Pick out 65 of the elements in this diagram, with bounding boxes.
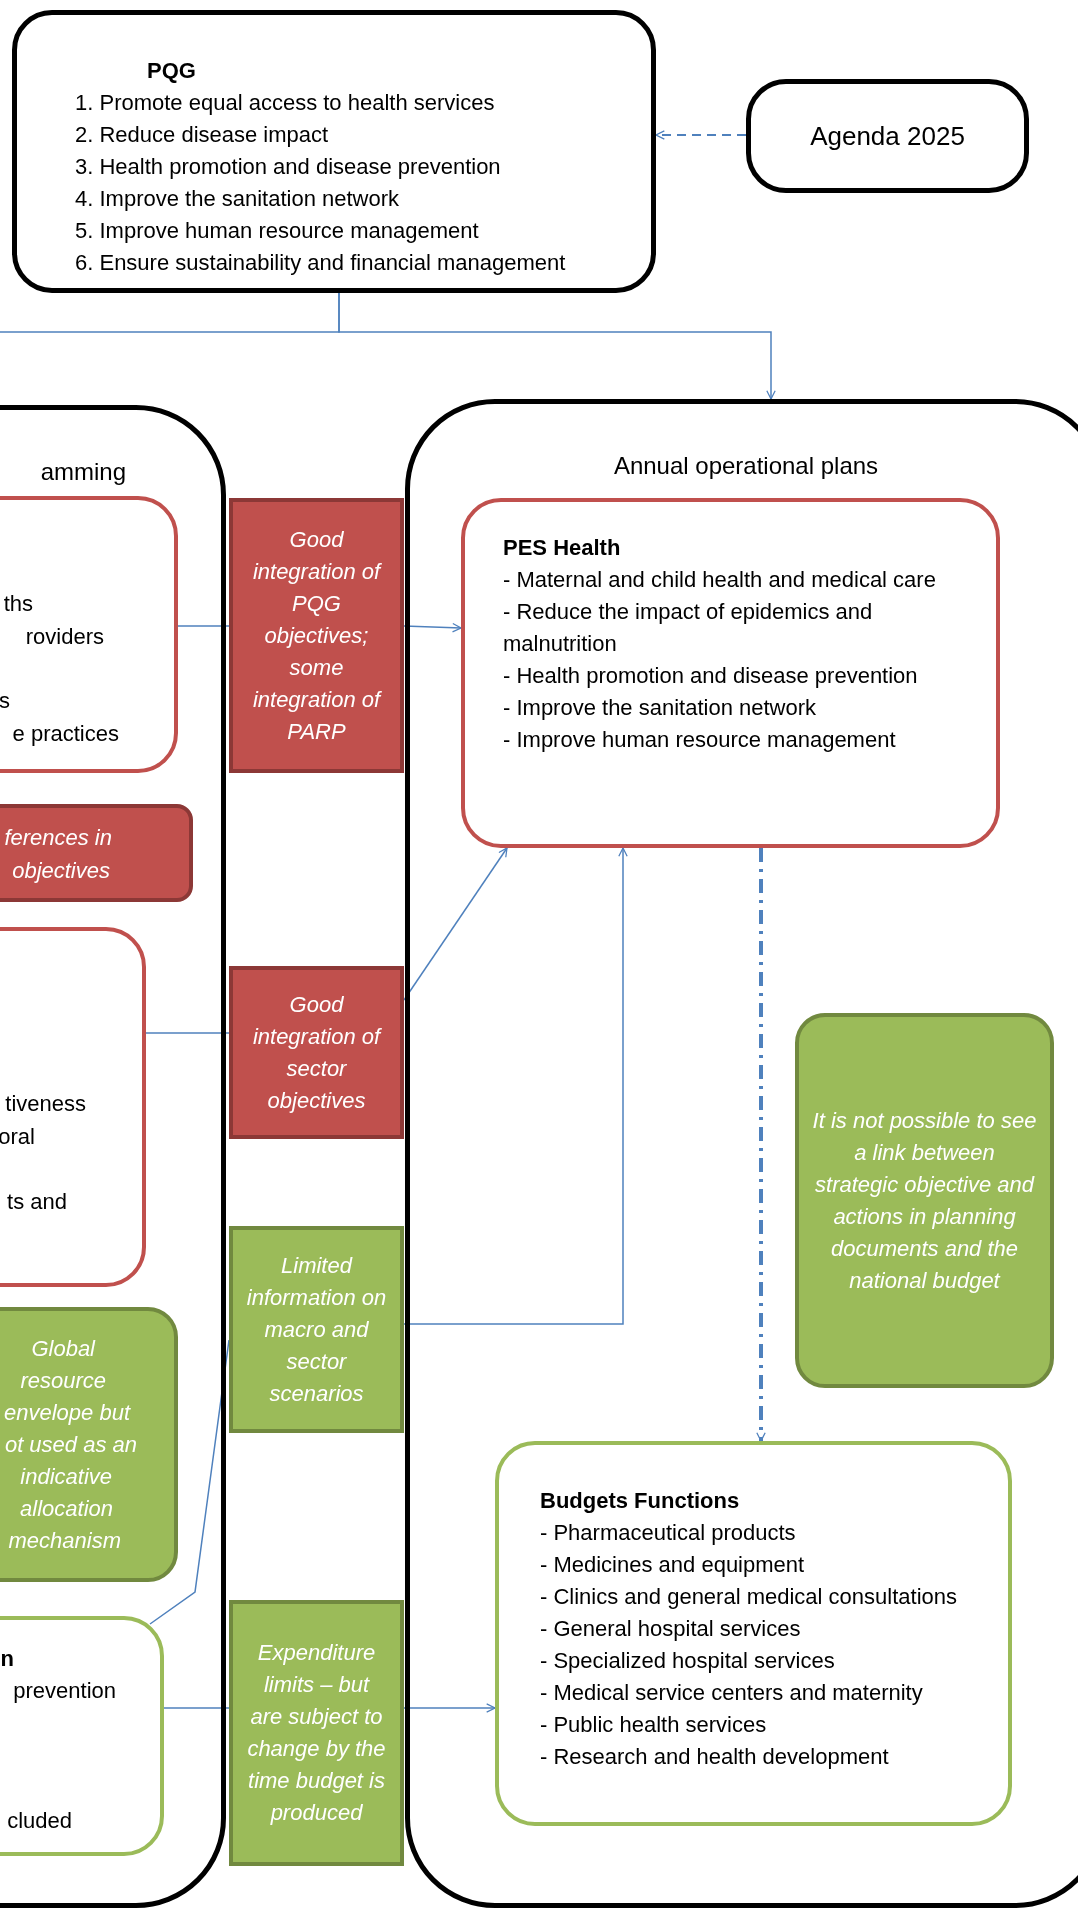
box-text: s <box>0 687 10 715</box>
box-text: ths <box>2 590 33 618</box>
note-text: resource <box>19 1367 106 1395</box>
list-item: - Maternal and child health and medical care <box>503 566 936 594</box>
box-heading: PQG <box>146 57 197 85</box>
box-text: e practices <box>11 720 119 748</box>
note-text: Good integration of PQG objectives; some integration of PARP <box>251 525 383 746</box>
list-item: 6. Ensure sustainability and financial management <box>75 249 567 277</box>
box-text: n <box>0 1645 14 1673</box>
process-box <box>495 1441 1012 1826</box>
note-text: objectives <box>11 857 110 885</box>
box-text: cluded <box>6 1807 72 1835</box>
note-box <box>229 966 404 1139</box>
panel-title: amming <box>40 457 126 487</box>
list-item: - Health promotion and disease prevention <box>503 662 919 690</box>
list-item: - Clinics and general medical consultations <box>540 1583 958 1611</box>
arrow <box>756 848 766 1442</box>
list-item: 1. Promote equal access to health services <box>75 89 496 117</box>
box-text: prevention <box>12 1677 116 1705</box>
arrow <box>655 130 747 140</box>
note-text: mechanism <box>7 1527 121 1555</box>
list-item: - Medicines and equipment <box>540 1551 806 1579</box>
list-item: - Specialized hospital services <box>540 1647 836 1675</box>
note-box <box>229 1226 404 1433</box>
note-text: Limited information on macro and sector scenarios <box>245 1251 388 1408</box>
list-item: - General hospital services <box>540 1615 802 1643</box>
connector-line <box>145 1032 230 1034</box>
list-item: 3. Health promotion and disease prevention <box>75 153 502 181</box>
note-text: Global <box>30 1335 95 1363</box>
list-item: - Public health services <box>540 1711 768 1739</box>
note-box <box>229 1600 404 1866</box>
list-item: 4. Improve the sanitation network <box>75 185 401 213</box>
note-text: indicative <box>19 1463 112 1491</box>
list-item: 2. Reduce disease impact <box>75 121 330 149</box>
list-item: - Improve human resource management <box>503 726 897 754</box>
note-text: allocation <box>19 1495 113 1523</box>
box-heading: PES Health <box>503 534 622 562</box>
box-heading: Budgets Functions <box>540 1487 741 1515</box>
box-text: ts and <box>6 1188 67 1216</box>
note-text: It is not possible to see a link between strategic objective and actions in planning documents and the national budget <box>811 1106 1038 1295</box>
note-text: Good integration of sector objectives <box>251 990 383 1115</box>
list-item: - Improve the sanitation network <box>503 694 818 722</box>
list-item: - Medical service centers and maternity <box>540 1679 924 1707</box>
list-item: 5. Improve human resource management <box>75 217 480 245</box>
note-text: envelope but <box>3 1399 130 1427</box>
box-text: roviders <box>24 623 104 651</box>
process-box <box>461 498 1000 848</box>
box-text: tiveness <box>4 1090 86 1118</box>
connector-line <box>149 1339 230 1625</box>
list-item: - Research and health development <box>540 1743 890 1771</box>
process-box <box>12 10 656 293</box>
container-panel <box>405 399 1078 1908</box>
list-item: - Reduce the impact of epidemics and malnutrition <box>503 598 874 658</box>
process-box <box>746 79 1029 193</box>
note-text: ot used as an <box>3 1431 137 1459</box>
note-box <box>229 498 404 773</box>
box-text: oral <box>0 1123 35 1151</box>
box-label: Agenda 2025 <box>810 120 965 152</box>
connector-line <box>177 625 230 627</box>
list-item: - Pharmaceutical products <box>540 1519 797 1547</box>
connector-line <box>163 1707 230 1709</box>
note-text: Expenditure limits – but are subject to change by the time budget is produced <box>246 1639 387 1827</box>
panel-title: Annual operational plans <box>612 451 880 481</box>
note-box <box>795 1013 1054 1388</box>
note-text: ferences in <box>3 824 112 852</box>
